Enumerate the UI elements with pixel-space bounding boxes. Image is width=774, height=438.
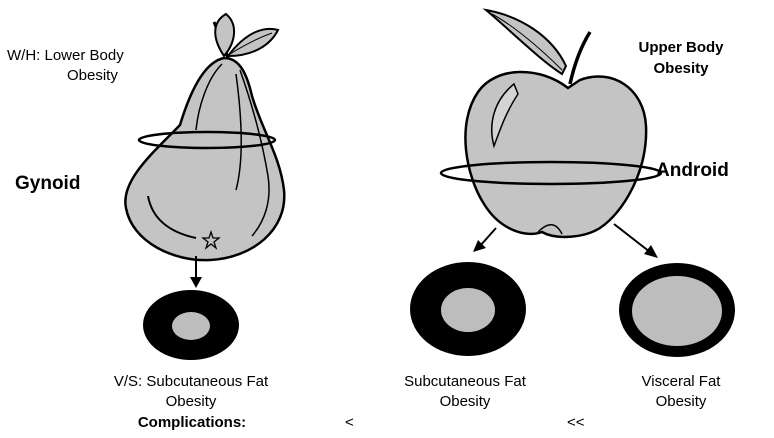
pear-leaf-right <box>228 29 278 56</box>
vs-caption-line2: Obesity <box>166 394 217 411</box>
android-label: Android <box>656 161 729 182</box>
apple-body <box>465 72 646 237</box>
complications-symbol-1: < <box>345 415 354 432</box>
pear-illustration <box>125 14 284 288</box>
wh-label-line1: W/H: Lower Body <box>7 48 124 65</box>
apple-illustration <box>441 10 661 258</box>
apple-arrow-right <box>614 224 650 252</box>
apple-arrow-left <box>480 228 496 246</box>
subq-caption-line1: Subcutaneous Fat <box>404 374 526 391</box>
vs-caption-line1: V/S: Subcutaneous Fat <box>114 374 268 391</box>
complications-symbol-2: << <box>567 415 585 432</box>
gynoid-label: Gynoid <box>15 174 80 195</box>
subq-caption-line2: Obesity <box>440 394 491 411</box>
upper-body-label-line2: Obesity <box>653 61 708 78</box>
fat-section-pear <box>143 290 239 360</box>
visceral-caption-line2: Obesity <box>656 394 707 411</box>
apple-stem <box>570 32 590 84</box>
pear-leaf-left <box>215 14 234 56</box>
visceral-caption-line1: Visceral Fat <box>642 374 721 391</box>
fat-section-visceral <box>619 263 735 357</box>
complications-label: Complications: <box>138 415 246 432</box>
upper-body-label-line1: Upper Body <box>638 40 723 57</box>
fat-section-subcutaneous <box>410 262 526 356</box>
apple-leaf <box>486 10 566 74</box>
pear-body <box>125 58 284 260</box>
wh-label-line2: Obesity <box>67 68 118 85</box>
